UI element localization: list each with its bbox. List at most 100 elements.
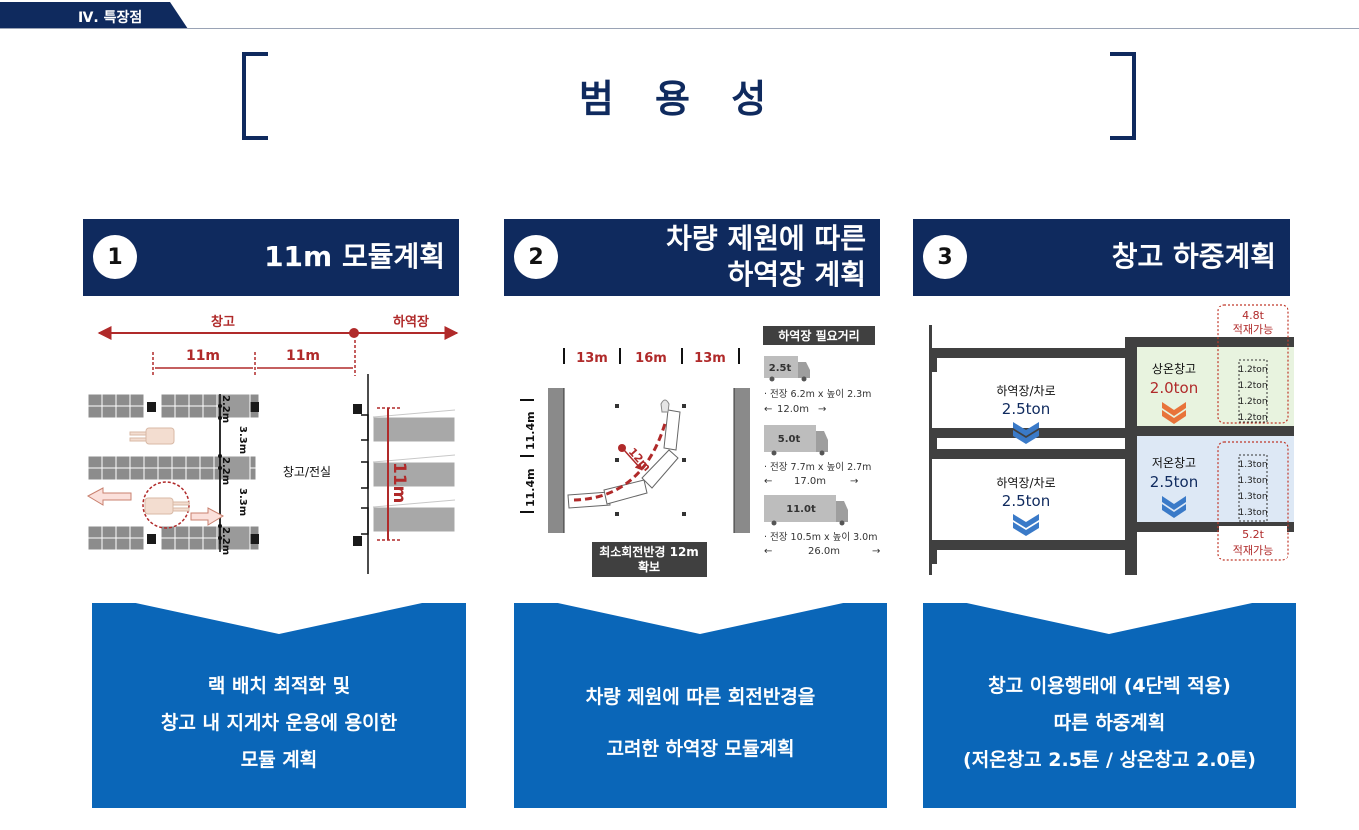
span-1-label: 11m (186, 348, 220, 364)
truck-3-arrow-right: → (872, 546, 880, 557)
label-dock: 하역장 (393, 314, 429, 330)
panel-1-summary: 랙 배치 최적화 및 창고 내 지게차 운용에 용이한 모듈 계획 (92, 600, 466, 808)
span-a-label: 13m (576, 351, 608, 366)
panel-1-summary-line-3: 모듈 계획 (240, 748, 318, 771)
dock-1-load: 2.5ton (1002, 400, 1050, 418)
lower-capacity-note: 적재가능 (1233, 544, 1273, 557)
cold-pallet-stack: 1.3ton 1.3ton 1.3ton 1.3ton (1238, 454, 1268, 522)
page-title: 범 용 성 (578, 77, 781, 121)
truck-1-arrow-right: → (818, 404, 826, 415)
panel-3-title: 창고 하중계획 (1111, 240, 1276, 273)
requirement-title-box (763, 326, 875, 345)
upper-capacity: 4.8t (1242, 309, 1264, 322)
panel-2-title-line-1: 차량 제원에 따른 (666, 222, 866, 255)
ambient-chevron-icon (1162, 402, 1186, 424)
cold-chevron-icon (1162, 496, 1186, 518)
panel-3-summary-line-2: 따른 하중계획 (1053, 711, 1166, 734)
dock-1-chevron-icon (1013, 422, 1039, 444)
panel-2-number: 2 (514, 235, 558, 279)
span-c-label: 13m (694, 351, 726, 366)
ambient-pallet-1: 1.2ton (1238, 365, 1267, 375)
radius-caption-line-1: 최소회전반경 12m (599, 544, 699, 559)
section-tab-shape (0, 2, 188, 29)
ambient-capacity-frame (1217, 304, 1289, 424)
truck-2-distance: 17.0m (794, 476, 826, 487)
dock-trucks (372, 416, 456, 533)
panel-1-title: 11m 모듈계획 (264, 240, 445, 273)
panel-3-diagram: 하역장/차로 2.5ton 하역장/차로 2.5ton 상온창고 2.0ton … (913, 300, 1308, 590)
requirement-title: 하역장 필요거리 (778, 328, 859, 343)
radius-caption-box (592, 542, 707, 577)
panel-2-header: 2 차량 제원에 따른 하역장 계획 (504, 219, 880, 296)
panel-3-number: 3 (923, 235, 967, 279)
cold-label: 저온창고 (1152, 456, 1196, 470)
panel-3-summary: 창고 이용행태에 (4단렉 적용) 따른 하중계획 (저온창고 2.5톤 / 상… (923, 600, 1296, 808)
panel-3-summary-shape (923, 600, 1296, 808)
forklift-icon (129, 427, 175, 445)
truck-2-arrow-left: ← (764, 476, 772, 487)
aisle-a-label: 2.2m (220, 395, 231, 423)
dock-1-label: 하역장/차로 (996, 384, 1055, 398)
dimension-node (349, 328, 359, 338)
dock-dimension-label: 11m (389, 462, 409, 503)
aisle-e-label: 2.2m (220, 527, 231, 555)
forklift-turning-icon (144, 497, 190, 515)
ambient-pallet-4: 1.2ton (1238, 413, 1267, 423)
truck-11t: 11.0t · 전장 10.5m x 높이 3.0m ← 26.0m → (764, 495, 880, 557)
span-b-label: 16m (635, 351, 667, 366)
lower-capacity: 5.2t (1242, 528, 1264, 541)
panel-1-summary-shape (92, 600, 466, 808)
panel-2-title: 차량 제원에 따른 하역장 계획 (666, 221, 866, 293)
panel-1-header: 1 11m 모듈계획 (83, 219, 459, 296)
panel-1-diagram: 창고 하역장 11m 11m 2.2m (83, 300, 473, 590)
cold-pallet-1: 1.3ton (1238, 460, 1267, 470)
span-2-label: 11m (286, 348, 320, 364)
truck-3-arrow-left: ← (764, 546, 772, 557)
truck-2-ton: 5.0t (778, 434, 801, 445)
truck-5t: 5.0t · 전장 7.7m x 높이 2.7m ← 17.0m → (764, 425, 871, 487)
ambient-label: 상온창고 (1152, 362, 1196, 376)
panel-3-summary-line-1: 창고 이용행태에 (4단렉 적용) (988, 674, 1231, 697)
panel-2-summary: 차량 제원에 따른 회전반경을 고려한 하역장 모듈계획 (514, 600, 887, 808)
truck-1-ton: 2.5t (769, 363, 792, 374)
radius-label: 12m (626, 445, 654, 474)
ambient-load: 2.0ton (1150, 379, 1198, 397)
aisle-d-label: 3.3m (237, 488, 248, 516)
left-bracket (242, 52, 268, 140)
panel-2-diagram: 13m 16m 13m 11.4m 11.4m 12m 최소회전반경 12m 확… (504, 300, 894, 590)
truck-1-distance: 12.0m (777, 404, 809, 415)
panel-2-summary-line-1: 차량 제원에 따른 회전반경을 (585, 686, 816, 708)
ambient-zone (1127, 345, 1294, 427)
label-warehouse: 창고 (211, 314, 235, 330)
upper-capacity-note: 적재가능 (1233, 323, 1273, 336)
truck-2-spec: · 전장 7.7m x 높이 2.7m (764, 462, 871, 473)
cold-pallet-3: 1.3ton (1238, 492, 1267, 502)
cold-capacity-frame (1217, 441, 1289, 561)
truck-2-5t: 2.5t · 전장 6.2m x 높이 2.3m ← 12.0m → (764, 356, 871, 415)
cold-load: 2.5ton (1150, 473, 1198, 491)
bay-2-label: 11.4m (524, 468, 537, 507)
truck-2-arrow-right: → (850, 476, 858, 487)
turning-path (573, 419, 668, 502)
truck-3-distance: 26.0m (808, 546, 840, 557)
top-rule (0, 28, 1359, 29)
panel-1-summary-line-1: 랙 배치 최적화 및 (207, 674, 351, 697)
cold-zone (1127, 435, 1294, 525)
move-left-arrow (86, 487, 132, 506)
ambient-pallet-3: 1.2ton (1238, 397, 1267, 407)
dock-2-chevron-icon (1013, 514, 1039, 536)
panel-3-summary-line-3: (저온창고 2.5톤 / 상온창고 2.0톤) (963, 748, 1256, 771)
dock-2-label: 하역장/차로 (996, 476, 1055, 490)
bay-1-label: 11.4m (524, 411, 537, 450)
left-wall (548, 388, 564, 533)
right-wall (734, 388, 750, 533)
panel-2-summary-line-2: 고려한 하역장 모듈계획 (606, 738, 795, 760)
aisle-c-label: 2.2m (220, 457, 231, 485)
turning-truck-outline (567, 409, 681, 509)
panel-2-summary-shape (514, 600, 887, 808)
section-tab-label: Ⅳ. 특장점 (78, 10, 143, 26)
dock-2-load: 2.5ton (1002, 492, 1050, 510)
truck-3-ton: 11.0t (786, 504, 816, 515)
cold-pallet-4: 1.3ton (1238, 508, 1267, 518)
truck-1-arrow-left: ← (764, 404, 772, 415)
